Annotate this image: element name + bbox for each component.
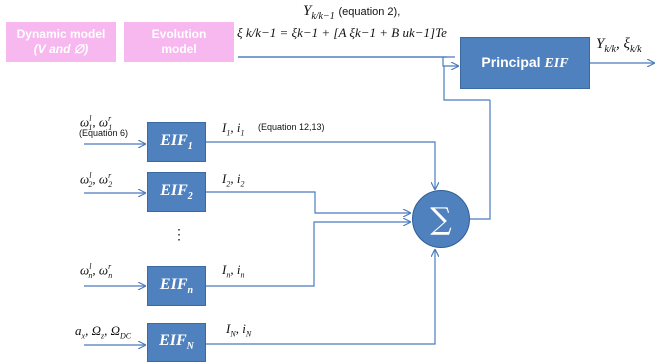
equation-top-var: Y <box>303 3 312 19</box>
principal-eif-box: Principal EIF <box>460 37 590 89</box>
eifN-to-sum <box>206 250 435 345</box>
sum-to-principal-line <box>470 100 491 220</box>
evolution-model-box: Evolution model <box>124 22 234 62</box>
principal-label: Principal <box>481 54 545 70</box>
principal-output-label: Yk/k, ξk/k <box>596 36 642 55</box>
input-label-2: ωl2, ωr2 <box>80 171 113 189</box>
input-note-1: (Equation 6) <box>79 128 129 138</box>
summation-node: ∑ <box>412 190 470 248</box>
summation-symbol: ∑ <box>430 201 452 237</box>
eif-N-box: EIFN <box>147 323 206 362</box>
equation-top: Yk/k−1 (equation 2), <box>303 3 400 22</box>
evolution-model-line1: Evolution <box>151 27 207 41</box>
ellipsis: ⋮ <box>172 226 186 242</box>
equation-top-note: (equation 2), <box>338 6 401 18</box>
output-label-n: In, in <box>222 262 245 280</box>
output-label-2: I2, i2 <box>222 171 245 189</box>
eif-n-box: EIFn <box>147 266 206 306</box>
output-label-N: IN, iN <box>226 321 252 339</box>
input-label-n: ωln, ωrn <box>80 262 113 280</box>
dynamic-model-box: Dynamic model (V and ∅) <box>6 22 116 62</box>
evolution-model-line2: model <box>161 42 197 56</box>
dynamic-model-line1: Dynamic model <box>16 27 106 41</box>
equation-line: ξ k/k−1 = ξk−1 + [A ξk−1 + B uk−1]Te <box>237 25 447 40</box>
eifn-to-sum <box>206 222 410 287</box>
equation-top-sub: k/k−1 <box>311 11 335 22</box>
eif-1-box: EIF1 <box>147 122 206 162</box>
eif1-to-sum <box>206 141 435 189</box>
input-label-N: ax, Ωz, ΩDC <box>75 323 132 341</box>
dynamic-model-line2: (V and ∅) <box>33 42 89 56</box>
eif-2-box: EIF2 <box>147 172 206 212</box>
output-label-1: I1, i1 <box>222 120 245 138</box>
output-note-1: (Equation 12,13) <box>258 122 325 132</box>
principal-var: EIF <box>544 56 569 71</box>
input-label-1: ωl1, ωr1 <box>80 114 113 132</box>
eif2-to-sum <box>206 191 410 213</box>
